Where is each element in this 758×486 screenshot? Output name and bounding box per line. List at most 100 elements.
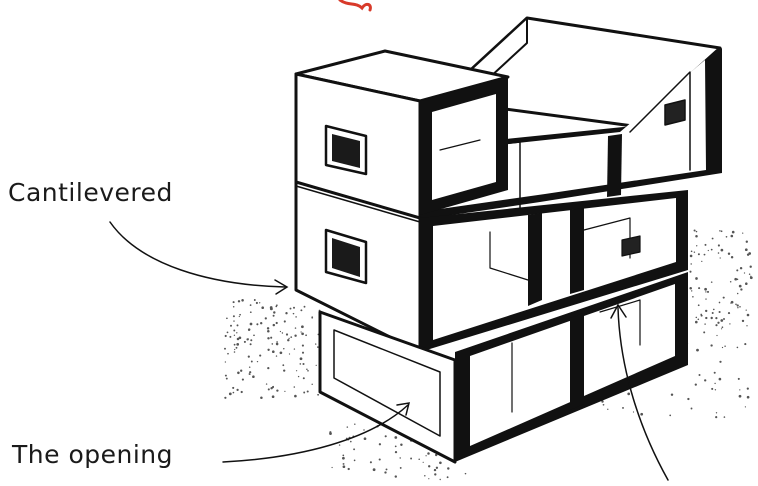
stipple-dot: [711, 281, 713, 283]
stipple-dot: [640, 413, 643, 416]
stipple-dot: [715, 389, 716, 390]
stipple-dot: [370, 461, 372, 463]
stipple-dot: [627, 393, 630, 396]
stipple-dot: [719, 230, 720, 231]
stipple-dot: [622, 407, 624, 409]
stipple-dot: [249, 371, 251, 373]
stipple-dot: [225, 375, 227, 377]
stipple-dot: [305, 334, 307, 336]
stipple-dot: [744, 272, 745, 273]
stipple-dot: [302, 352, 304, 354]
stipple-dot: [395, 451, 397, 453]
stipple-dot: [353, 448, 355, 450]
stipple-dot: [241, 299, 244, 302]
stipple-dot: [268, 388, 270, 390]
stipple-dot: [300, 331, 301, 332]
stipple-dot: [739, 285, 742, 288]
stipple-dot: [267, 349, 269, 351]
stipple-dot: [234, 351, 236, 353]
stipple-dot: [236, 389, 238, 391]
stipple-dot: [695, 235, 698, 238]
stipple-dot: [384, 471, 386, 473]
stipple-dot: [283, 369, 285, 371]
stipple-dot: [704, 323, 705, 324]
stipple-dot: [687, 398, 689, 400]
stipple-dot: [400, 467, 402, 469]
stipple-dot: [736, 269, 738, 271]
stipple-dot: [253, 334, 255, 336]
stipple-dot: [708, 250, 709, 251]
stipple-dot: [695, 383, 697, 385]
stipple-dot: [737, 307, 738, 308]
stipple-dot: [237, 372, 240, 375]
stipple-dot: [715, 317, 717, 319]
stipple-dot: [225, 361, 226, 362]
stipple-dot: [238, 300, 240, 302]
stipple-dot: [712, 238, 714, 240]
stipple-dot: [241, 391, 243, 393]
stipple-dot: [737, 304, 739, 306]
stipple-dot: [698, 287, 700, 289]
stipple-dot: [704, 254, 706, 256]
stipple-dot: [363, 429, 364, 430]
stipple-dot: [259, 302, 260, 303]
stipple-dot: [728, 252, 730, 254]
stipple-dot: [272, 395, 275, 398]
stipple-dot: [302, 345, 304, 347]
stipple-dot: [250, 311, 252, 313]
stipple-dot: [244, 341, 246, 343]
stipple-dot: [270, 387, 272, 389]
stipple-dot: [311, 384, 312, 385]
stipple-dot: [250, 339, 252, 341]
stipple-dot: [721, 249, 724, 252]
stipple-dot: [234, 335, 235, 336]
stipple-dot: [434, 469, 436, 471]
stipple-dot: [742, 232, 743, 233]
stipple-dot: [286, 333, 288, 335]
stipple-dot: [283, 348, 284, 349]
stipple-dot: [331, 467, 332, 468]
stipple-dot: [719, 311, 721, 313]
stipple-dot: [287, 339, 289, 341]
stipple-dot: [236, 347, 238, 349]
stipple-dot: [739, 389, 740, 390]
stipple-dot: [713, 309, 715, 311]
stipple-dot: [696, 317, 698, 319]
left-box-front-cavity: [432, 94, 496, 200]
stipple-dot: [226, 378, 228, 380]
stipple-dot: [233, 320, 234, 321]
stipple-dot: [261, 306, 264, 309]
stipple-dot: [249, 366, 250, 367]
stipple-dot: [248, 356, 250, 358]
stipple-dot: [425, 455, 426, 456]
stipple-dot: [418, 459, 420, 461]
stipple-dot: [633, 411, 634, 412]
stipple-dot: [233, 306, 235, 308]
stipple-dot: [273, 386, 274, 387]
stipple-dot: [276, 389, 278, 391]
stipple-dot: [280, 351, 283, 354]
stipple-dot: [306, 369, 308, 371]
stipple-dot: [724, 346, 725, 347]
stipple-dot: [265, 317, 267, 319]
stipple-dot: [364, 437, 367, 440]
stipple-dot: [694, 229, 696, 231]
stipple-dot: [719, 361, 721, 363]
stipple-dot: [705, 317, 707, 319]
stipple-dot: [224, 348, 226, 350]
stipple-dot: [270, 337, 272, 339]
stipple-dot: [230, 325, 232, 327]
stipple-dot: [750, 276, 753, 279]
stipple-dot: [354, 423, 355, 424]
stipple-dot: [719, 378, 722, 381]
stipple-dot: [717, 322, 719, 324]
stipple-dot: [705, 310, 707, 312]
stipple-dot: [267, 337, 269, 339]
stipple-dot: [379, 458, 381, 460]
stipple-dot: [316, 365, 317, 366]
stipple-dot: [290, 308, 292, 310]
stipple-dot: [428, 465, 430, 467]
bottom-box-partition: [570, 313, 584, 410]
stipple-dot: [250, 343, 252, 345]
stipple-dot: [690, 255, 693, 258]
